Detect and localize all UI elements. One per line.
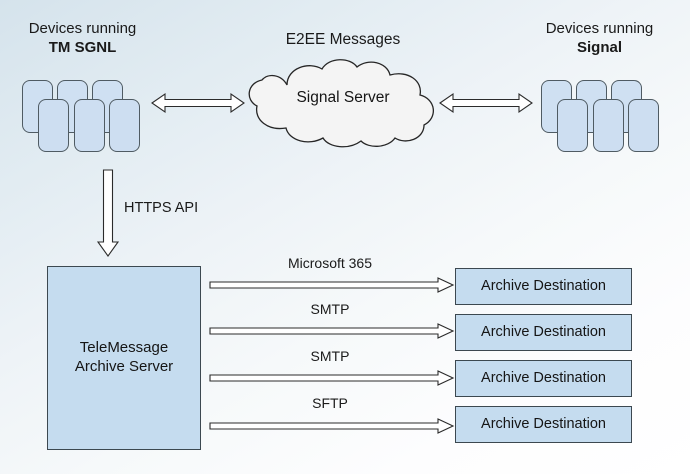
flow-protocol-label: Microsoft 365 xyxy=(287,255,373,271)
https-api-down-arrow-icon xyxy=(96,169,120,257)
archive-destination-box: Archive Destination xyxy=(455,406,632,443)
left-bidirectional-arrow-icon xyxy=(151,92,245,114)
device-icon xyxy=(109,99,140,152)
flow-arrow-icon xyxy=(209,418,455,434)
archive-destination-box: Archive Destination xyxy=(455,314,632,351)
right-group-title-line2: Signal xyxy=(576,38,622,56)
right-bidirectional-arrow-icon xyxy=(439,92,533,114)
signal-server-label: Signal Server xyxy=(296,89,390,106)
device-icon xyxy=(628,99,659,152)
archive-server-text: TeleMessage Archive Server xyxy=(75,339,173,377)
archive-destination-box: Archive Destination xyxy=(455,268,632,305)
flow-arrow-icon xyxy=(209,277,455,293)
archive-server-line1: TeleMessage xyxy=(79,339,169,357)
archive-destination-label: Archive Destination xyxy=(481,370,606,387)
signal-server-cloud-icon xyxy=(248,59,434,148)
flow-protocol-label: SMTP xyxy=(310,301,350,317)
flow-protocol-label: SMTP xyxy=(310,348,350,364)
archive-destination-label: Archive Destination xyxy=(481,324,606,341)
archive-destination-box: Archive Destination xyxy=(455,360,632,397)
archive-destination-label: Archive Destination xyxy=(481,416,606,433)
device-icon xyxy=(593,99,624,152)
https-api-label: HTTPS API xyxy=(124,200,199,216)
archive-destination-label: Archive Destination xyxy=(481,278,606,295)
flow-arrow-icon xyxy=(209,323,455,339)
archive-server-line2: Archive Server xyxy=(74,358,174,375)
e2ee-messages-label: E2EE Messages xyxy=(285,31,401,48)
left-group-title-line1: Devices running xyxy=(28,20,137,37)
flow-protocol-label: SFTP xyxy=(312,395,348,411)
right-group-title-line1: Devices running xyxy=(545,20,654,37)
left-group-title: Devices running TM SGNL xyxy=(0,20,165,58)
left-group-title-line2: TM SGNL xyxy=(48,38,117,56)
flow-arrow-icon xyxy=(209,370,455,386)
telemessage-archive-server-box: TeleMessage Archive Server xyxy=(47,266,201,450)
device-icon xyxy=(557,99,588,152)
right-group-title: Devices running Signal xyxy=(512,20,687,58)
device-icon xyxy=(38,99,69,152)
device-icon xyxy=(74,99,105,152)
